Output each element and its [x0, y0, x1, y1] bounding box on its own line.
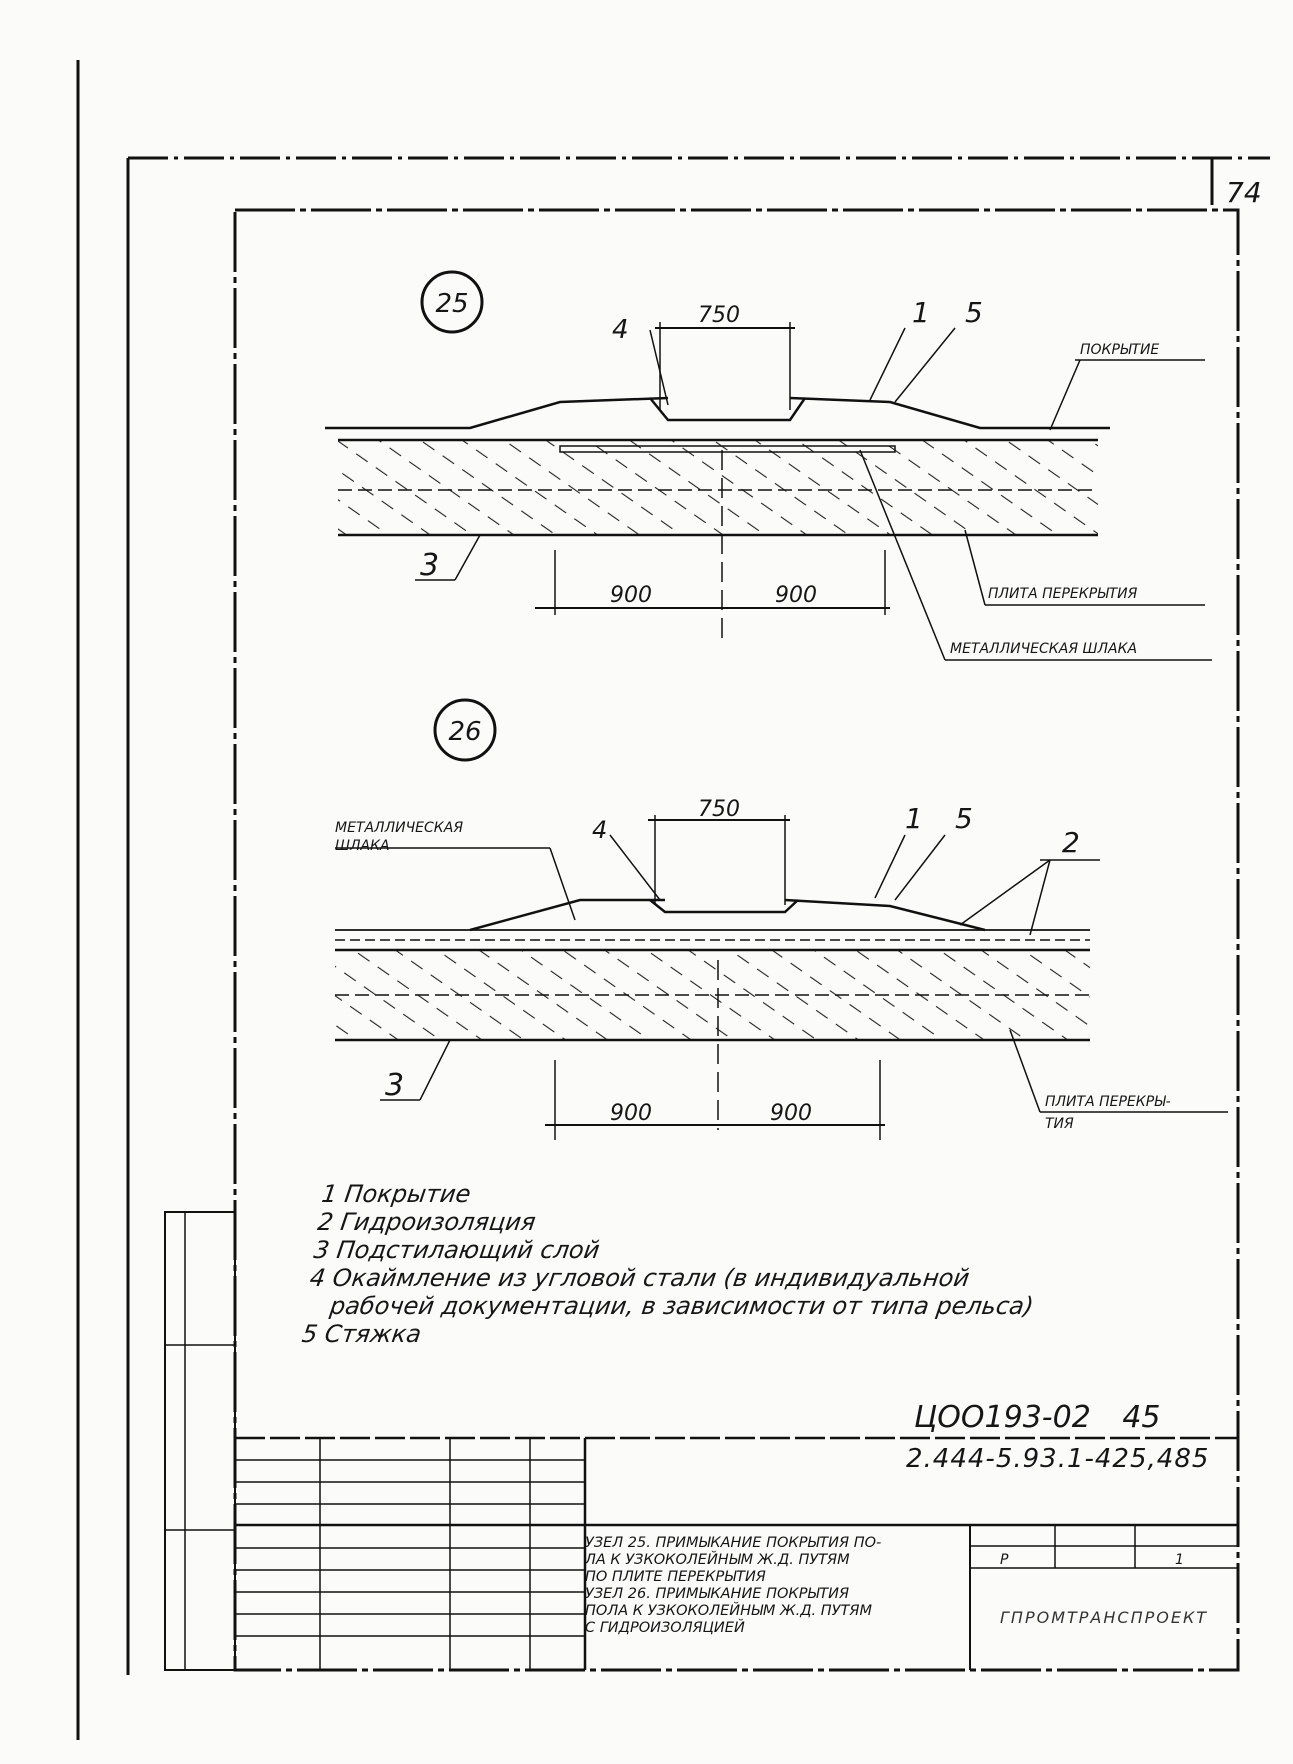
- detail-26-callout-3: 3: [385, 1068, 404, 1103]
- stamp-column: [164, 1211, 236, 1671]
- note-3: 3 Подстилающий слой: [312, 1236, 602, 1264]
- detail-25-number: 25: [435, 289, 468, 319]
- detail-25-dim-900-right: 900: [775, 583, 817, 608]
- title-line-2: ла к узкоколейным ж.д. путям: [585, 1552, 850, 1568]
- sheet-mark: 45: [1122, 1400, 1161, 1435]
- title-line-5: пола к узкоколейным ж.д. путям: [585, 1603, 872, 1619]
- detail-26-dim-750: 750: [698, 797, 740, 822]
- note-1: 1 Покрытие: [319, 1180, 473, 1208]
- detail-26-callout-4: 4: [592, 816, 607, 844]
- detail-26-circle: [433, 698, 497, 762]
- detail-26-dim-900-left: 900: [610, 1101, 652, 1126]
- title-block-grid: [235, 1436, 1238, 1670]
- note-5: 5 Стяжка: [300, 1320, 424, 1348]
- note-4-continued: рабочей документации, в зависимости от т…: [328, 1292, 1036, 1320]
- detail-26-callout-1: 1: [905, 802, 923, 835]
- note-4: 4 Окаймление из угловой стали (в индивид…: [308, 1264, 972, 1292]
- detail-25-label-slab: ПЛИТА ПЕРЕКРЫТИЯ: [988, 586, 1138, 602]
- detail-26-label-slag-2: ШЛАКА: [335, 838, 390, 854]
- detail-26-label-slab-2: ТИЯ: [1045, 1116, 1074, 1132]
- detail-25-callout-4: 4: [612, 315, 629, 345]
- inner-frame: [233, 208, 1240, 1672]
- detail-25-circle: [420, 270, 484, 334]
- detail-26-number: 26: [448, 717, 481, 747]
- title-line-6: с гидроизоляцией: [585, 1620, 745, 1636]
- detail-26-label-slag-1: МЕТАЛЛИЧЕСКАЯ: [335, 820, 463, 836]
- drawing-code: 2.444-5.93.1-425,485: [906, 1444, 1210, 1474]
- title-block-sheet: 1: [1175, 1552, 1184, 1568]
- note-2: 2 Гидроизоляция: [315, 1208, 538, 1236]
- detail-25: 750 900 900 25 1 4 5 3 ПОКРЫТИЕ ПЛИТА ПЕ…: [325, 270, 1212, 661]
- detail-26-label-slab-1: ПЛИТА ПЕРЕКРЫ-: [1045, 1094, 1171, 1110]
- archive-code: ЦОО193-02: [914, 1400, 1091, 1435]
- page-number: 74: [1226, 176, 1262, 209]
- detail-25-slab-hatch: [338, 440, 1098, 535]
- detail-26-callout-5: 5: [955, 802, 973, 835]
- title-block-stage: Р: [1000, 1552, 1009, 1568]
- detail-26-callout-2: 2: [1062, 826, 1080, 859]
- title-line-4: Узел 26. Примыкание покрытия: [585, 1586, 850, 1602]
- detail-25-callout-1: 1: [912, 296, 930, 329]
- archive-number: ЦОО193-02 45: [914, 1400, 1161, 1435]
- detail-25-dim-900-left: 900: [610, 583, 652, 608]
- title-line-3: по плите перекрытия: [585, 1569, 766, 1585]
- detail-25-callout-5: 5: [965, 296, 983, 329]
- title-line-1: Узел 25. Примыкание покрытия по-: [585, 1535, 882, 1551]
- detail-25-label-covering: ПОКРЫТИЕ: [1080, 342, 1159, 358]
- detail-26: 750 900 900 26 1 4 5 2 3 МЕТАЛЛИЧЕСКАЯ Ш…: [335, 698, 1228, 1140]
- detail-25-callout-3: 3: [420, 548, 439, 583]
- organization-stamp: ГПРОМТРАНСПРОЕКТ: [1000, 1608, 1209, 1627]
- legend-notes: 1 Покрытие 2 Гидроизоляция 3 Подстилающи…: [300, 1180, 1124, 1348]
- detail-25-dim-750: 750: [698, 303, 740, 328]
- detail-26-dim-900-right: 900: [770, 1101, 812, 1126]
- title-block-title: Узел 25. Примыкание покрытия по- ла к уз…: [585, 1535, 970, 1637]
- detail-25-label-slag: МЕТАЛЛИЧЕСКАЯ ШЛАКА: [950, 641, 1137, 657]
